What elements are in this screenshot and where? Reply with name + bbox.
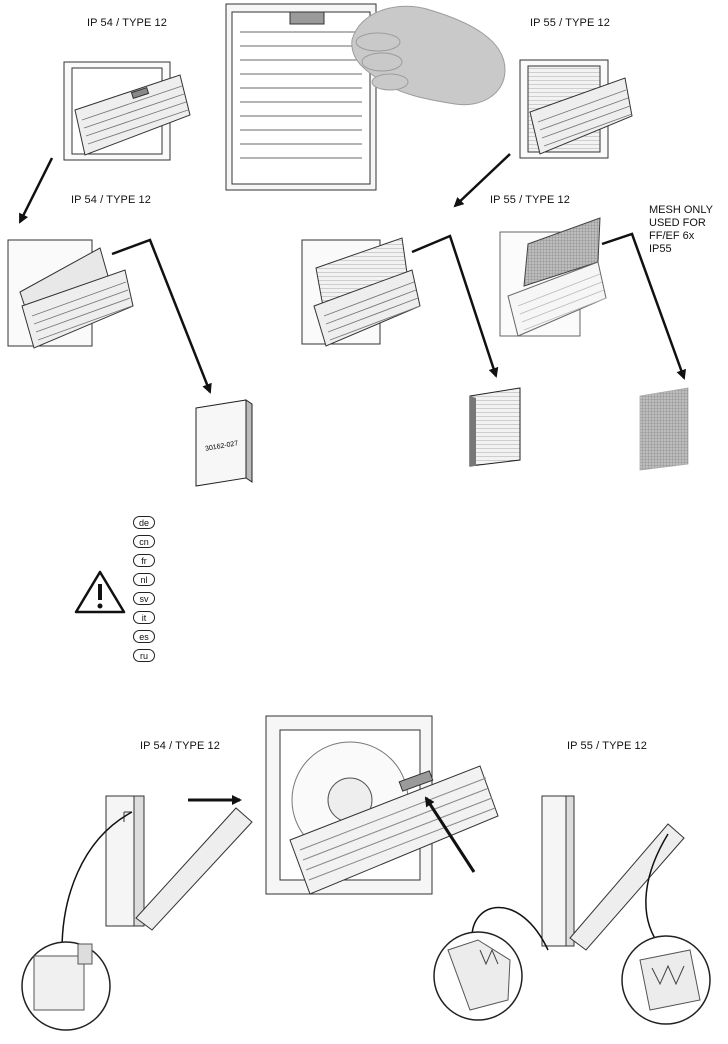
language-badge-it: it xyxy=(133,611,155,624)
arrow-icon xyxy=(18,153,511,224)
language-badge-fr: fr xyxy=(133,554,155,567)
language-badge-es: es xyxy=(133,630,155,643)
fan-ip54-top xyxy=(63,61,191,161)
mesh-note: MESH ONLY USED FOR FF/EF 6x IP55 xyxy=(649,204,713,255)
label-ip54-top: IP 54 / TYPE 12 xyxy=(87,17,167,29)
language-badge-nl: nl xyxy=(133,573,155,586)
language-badge-sv: sv xyxy=(133,592,155,605)
language-badge-cn: cn xyxy=(133,535,155,548)
fan-ip55-top xyxy=(519,59,633,159)
warning-icon xyxy=(74,570,126,614)
label-ip55-bottom: IP 55 / TYPE 12 xyxy=(567,740,647,752)
label-ip55-mid: IP 55 / TYPE 12 xyxy=(490,194,570,206)
language-badge-ru: ru xyxy=(133,649,155,662)
hand-icon xyxy=(351,5,506,106)
fan-ip54-exploded xyxy=(7,239,134,349)
arrow-icon xyxy=(111,232,686,394)
label-ip54-mid: IP 54 / TYPE 12 xyxy=(71,194,151,206)
fan-ip55-side xyxy=(471,795,685,951)
label-ip55-top: IP 55 / TYPE 12 xyxy=(530,17,610,29)
filter-ip55 xyxy=(469,387,521,467)
label-ip54-bottom: IP 54 / TYPE 12 xyxy=(140,740,220,752)
fan-ip55-exploded xyxy=(301,237,421,347)
detail-circle-ip54 xyxy=(21,941,111,1031)
detail-circle-ip55-left xyxy=(433,931,523,1021)
mesh-sheet xyxy=(639,387,689,471)
fan-ip55-mesh-exploded xyxy=(499,217,607,337)
fan-open-bottom xyxy=(265,715,499,895)
arrow-icon xyxy=(188,795,476,873)
fan-large-top xyxy=(225,3,377,191)
fan-ip54-side xyxy=(61,795,253,951)
detail-circle-ip55-right xyxy=(621,935,711,1025)
filter-mat xyxy=(195,399,253,487)
language-badge-de: de xyxy=(133,516,155,529)
